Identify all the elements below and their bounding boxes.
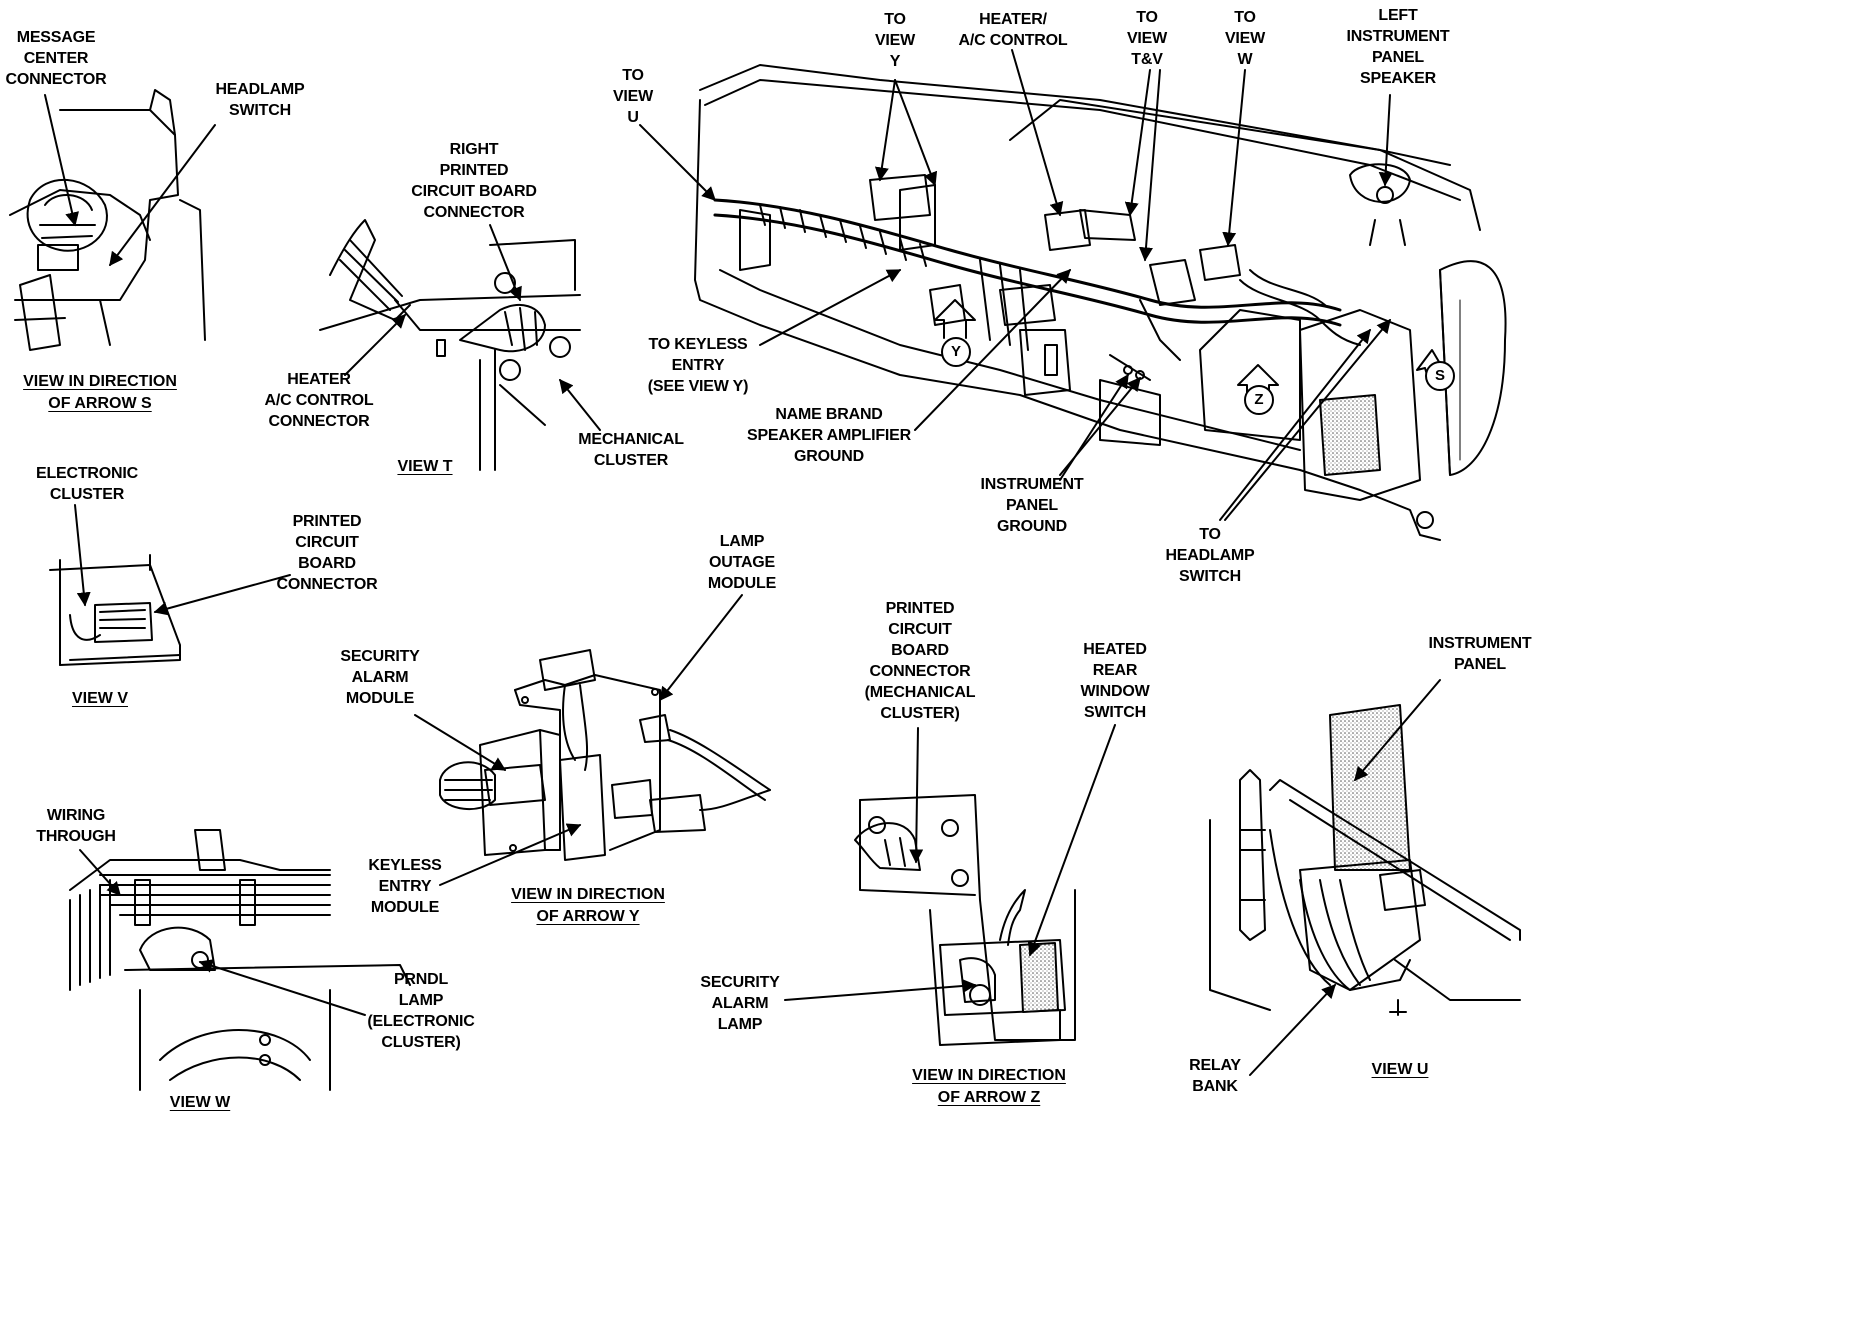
label-electronic-cluster: ELECTRONIC CLUSTER	[35, 465, 138, 503]
view-v-drawing	[49, 554, 181, 666]
label-mechanical-cluster: MECHANICAL CLUSTER	[578, 431, 684, 469]
view-u-drawing	[1209, 704, 1521, 1016]
label-prndl-lamp: PRNDL LAMP (ELECTRONIC CLUSTER)	[367, 971, 475, 1051]
label-heated-rear-window-switch: HEATED REAR WINDOW SWITCH	[1080, 641, 1150, 721]
caption-view-v: VIEW V	[71, 690, 128, 707]
caption-view-y: VIEW IN DIRECTION OF ARROW Y	[511, 886, 665, 925]
leader-lines	[44, 49, 1441, 1076]
arrow-marker-y: Y	[941, 337, 971, 367]
caption-view-t: VIEW T	[397, 458, 453, 475]
caption-view-u: VIEW U	[1371, 1061, 1429, 1078]
arrow-marker-s: S	[1425, 361, 1455, 391]
label-name-brand-speaker-amplifier-ground: NAME BRAND SPEAKER AMPLIFIER GROUND	[746, 406, 912, 465]
label-left-instrument-panel-speaker: LEFT INSTRUMENT PANEL SPEAKER	[1346, 7, 1450, 87]
caption-view-s: VIEW IN DIRECTION OF ARROW S	[23, 373, 177, 412]
label-pcb-connector-mechanical-cluster: PRINTED CIRCUIT BOARD CONNECTOR (MECHANI…	[864, 600, 976, 722]
label-to-view-w: TO VIEW W	[1224, 9, 1266, 68]
label-keyless-entry-module: KEYLESS ENTRY MODULE	[368, 857, 442, 916]
label-pcb-connector-view-v: PRINTED CIRCUIT BOARD CONNECTOR	[276, 513, 378, 593]
main-instrument-panel-drawing	[694, 64, 1507, 541]
label-message-center-connector: MESSAGE CENTER CONNECTOR	[5, 29, 107, 88]
label-wiring-through: WIRING THROUGH	[36, 807, 116, 845]
view-y-drawing	[439, 649, 771, 861]
label-security-alarm-lamp: SECURITY ALARM LAMP	[700, 974, 780, 1033]
caption-view-z: VIEW IN DIRECTION OF ARROW Z	[912, 1067, 1066, 1106]
view-s-drawing	[9, 89, 206, 351]
label-to-keyless-entry: TO KEYLESS ENTRY (SEE VIEW Y)	[647, 336, 749, 395]
label-heater-ac-control-connector: HEATER A/C CONTROL CONNECTOR	[264, 371, 374, 430]
caption-view-w: VIEW W	[169, 1094, 231, 1111]
label-to-headlamp-switch: TO HEADLAMP SWITCH	[1165, 526, 1255, 585]
label-security-alarm-module: SECURITY ALARM MODULE	[340, 648, 420, 707]
label-right-pcb-connector: RIGHT PRINTED CIRCUIT BOARD CONNECTOR	[411, 141, 537, 221]
label-to-view-y: TO VIEW Y	[874, 11, 916, 70]
wiring-diagram-artwork	[9, 49, 1521, 1091]
label-heater-ac-control: HEATER/ A/C CONTROL	[958, 11, 1068, 49]
label-to-view-tv: TO VIEW T&V	[1126, 9, 1168, 68]
label-instrument-panel-ground: INSTRUMENT PANEL GROUND	[980, 476, 1084, 535]
arrow-marker-z: Z	[1244, 385, 1274, 415]
label-lamp-outage-module: LAMP OUTAGE MODULE	[707, 533, 777, 592]
label-headlamp-switch: HEADLAMP SWITCH	[215, 81, 305, 119]
label-instrument-panel: INSTRUMENT PANEL	[1428, 635, 1532, 673]
label-to-view-u: TO VIEW U	[612, 67, 654, 126]
label-relay-bank: RELAY BANK	[1189, 1057, 1241, 1095]
view-z-drawing	[854, 794, 1076, 1046]
view-t-drawing	[319, 219, 581, 471]
